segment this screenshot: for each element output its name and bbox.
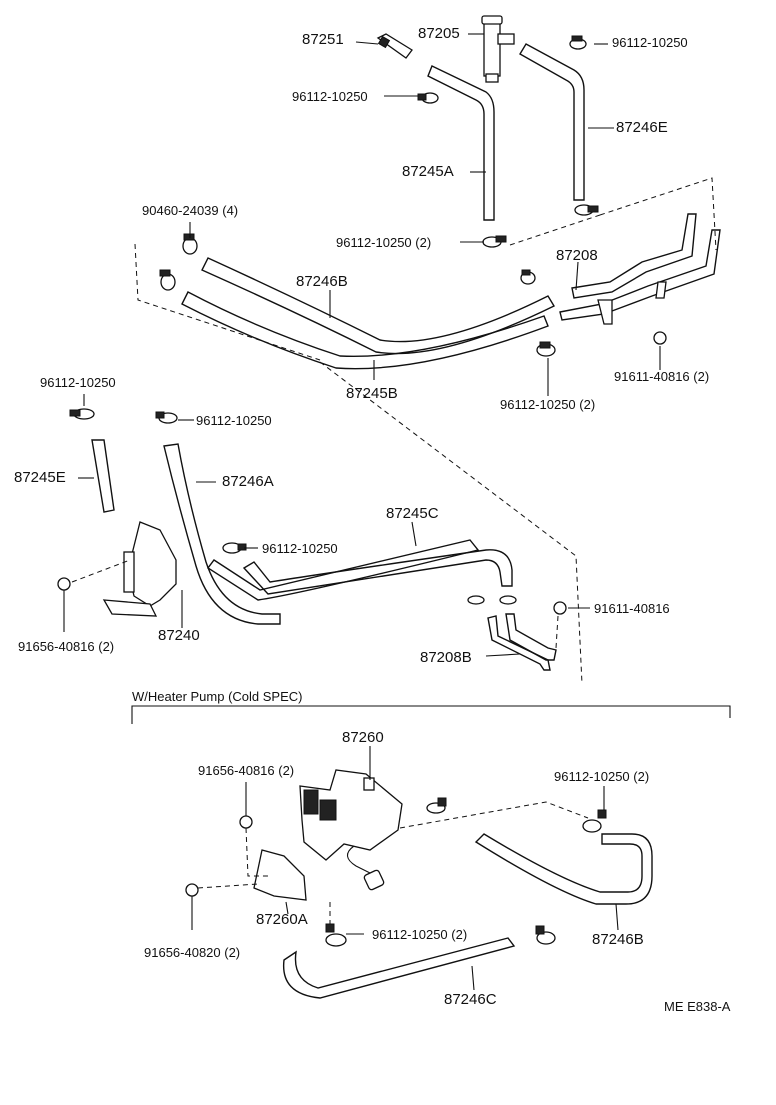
- reference-code: ME E838-A: [664, 999, 731, 1014]
- label-87246B-top: 87246B: [296, 273, 348, 290]
- label-90460: 90460-24039 (4): [142, 203, 239, 218]
- clamp-top-left: [417, 92, 439, 104]
- clamp-pump-side: [426, 797, 447, 814]
- label-bolt-91656-pump: 91656-40816 (2): [198, 763, 295, 778]
- label-87245B: 87245B: [346, 385, 398, 402]
- clamp-mid-2: [482, 235, 507, 248]
- bolt-91611: [553, 601, 567, 615]
- bolt-91656-pump: [239, 815, 253, 829]
- bracket-87240: [102, 521, 177, 617]
- label-bolt-91656-40820: 91656-40820 (2): [144, 945, 241, 960]
- label-clamp-left-b: 96112-10250: [196, 413, 272, 428]
- label-87245E: 87245E: [14, 469, 66, 486]
- label-clamp-pump-right: 96112-10250 (2): [554, 769, 650, 784]
- label-87260A: 87260A: [256, 911, 308, 928]
- hose-87245A: [427, 65, 495, 221]
- label-bolt-91611: 91611-40816: [594, 601, 670, 616]
- bolt-91656-40820: [185, 883, 199, 897]
- hose-87246C: [282, 937, 516, 999]
- label-87245C: 87245C: [386, 505, 439, 522]
- clamp-right-upper: [520, 269, 536, 285]
- pump-87260: [299, 769, 403, 891]
- label-clamp-center: 96112-10250: [262, 541, 338, 556]
- label-bolt-91611-2: 91611-40816 (2): [614, 369, 710, 384]
- hose-87246B-lower: [474, 833, 653, 905]
- clamp-left-b: [155, 411, 178, 424]
- clamp-top-right: [569, 35, 587, 50]
- clamp-right-2: [536, 341, 556, 357]
- hose-87245B: [181, 291, 549, 370]
- clamp-87246E-bottom: [574, 204, 599, 216]
- clamp-pump-bottom: [325, 923, 347, 947]
- label-87205: 87205: [418, 25, 460, 42]
- label-clamp-top-right: 96112-10250: [612, 35, 688, 50]
- label-bolt-91656-2: 91656-40816 (2): [18, 639, 115, 654]
- label-87246A: 87246A: [222, 473, 274, 490]
- fitting-87251: [376, 33, 413, 59]
- label-clamp-top-left: 96112-10250: [292, 89, 368, 104]
- bolt-91656-2: [57, 577, 71, 591]
- tee-87205: [481, 15, 515, 83]
- label-87208B: 87208B: [420, 649, 472, 666]
- label-87246E: 87246E: [616, 119, 668, 136]
- label-87208: 87208: [556, 247, 598, 264]
- hose-87245E: [91, 439, 115, 513]
- pipe-87208: [559, 213, 721, 325]
- label-clamp-right-2: 96112-10250 (2): [500, 397, 596, 412]
- label-87260: 87260: [342, 729, 384, 746]
- section-title: W/Heater Pump (Cold SPEC): [132, 689, 303, 704]
- label-clamp-mid-2: 96112-10250 (2): [336, 235, 432, 250]
- label-87251: 87251: [302, 31, 344, 48]
- bracket-87260A: [253, 849, 307, 901]
- hose-87246B: [201, 257, 555, 355]
- label-clamp-left-a: 96112-10250: [40, 375, 116, 390]
- clamps-90460: [159, 233, 198, 291]
- hose-87245C-lower: [242, 549, 513, 595]
- bolt-91611-2: [653, 331, 667, 345]
- label-87246B-bottom: 87246B: [592, 931, 644, 948]
- label-87246C: 87246C: [444, 991, 497, 1008]
- label-87245A: 87245A: [402, 163, 454, 180]
- label-clamp-pump-bottom: 96112-10250 (2): [372, 927, 468, 942]
- clamp-center: [222, 542, 247, 554]
- clamp-pump-right: [582, 809, 607, 833]
- hose-87245C-upper: [206, 539, 480, 601]
- label-87240: 87240: [158, 627, 200, 644]
- pipe-87208B: [467, 595, 557, 671]
- hose-87246A: [163, 443, 281, 625]
- clamp-87246C-right: [535, 925, 556, 945]
- clamp-left-a: [69, 408, 95, 420]
- hose-87246E: [519, 43, 585, 201]
